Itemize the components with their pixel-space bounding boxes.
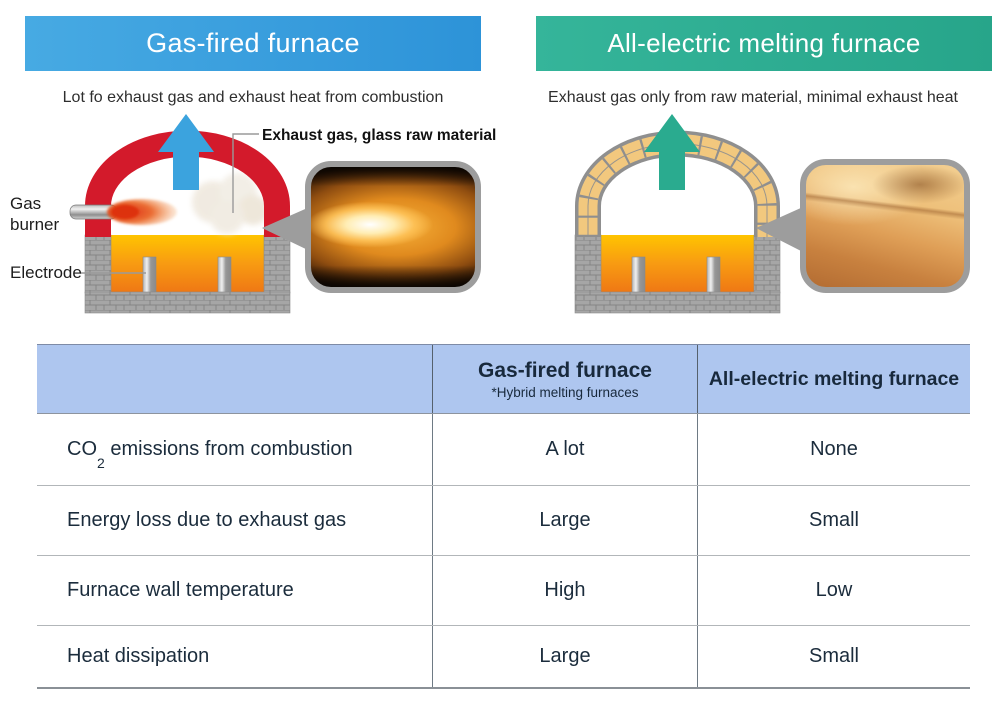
exhaust-gas-label: Exhaust gas, glass raw material [262,127,497,144]
co2-post: emissions from combustion [104,438,353,460]
furnace-walls-electric [574,234,781,314]
photo-pointer-gas [262,206,312,252]
banner-electric-title: All-electric melting furnace [607,28,921,58]
table-row-wall-temperature: Furnace wall temperature High Low [37,556,970,626]
table-row-energy-loss: Energy loss due to exhaust gas Large Sma… [37,486,970,556]
molten-glass-gas [111,235,264,292]
photo-pointer-electric [756,207,803,252]
banner-all-electric: All-electric melting furnace [536,16,992,71]
exhaust-leader-line [232,133,259,213]
furnace-diagram-gas [69,114,312,314]
header-cell-gas: Gas-fired furnace *Hybrid melting furnac… [432,345,697,413]
furnace-diagram-electric [574,114,803,314]
header-gas-note: *Hybrid melting furnaces [491,384,639,400]
row-label: Heat dissipation [67,645,210,667]
table-row-heat-dissipation: Heat dissipation Large Small [37,626,970,689]
molten-glass-electric [601,235,754,292]
co2-subscript: 2 [97,455,105,471]
electric-value: Small [697,626,970,687]
subtitle-gas: Lot fo exhaust gas and exhaust heat from… [62,89,444,106]
exhaust-arrow-gas [158,114,214,190]
banner-gas-fired: Gas-fired furnace [25,16,481,71]
electric-value: Small [697,486,970,555]
subtitle-electric: Exhaust gas only from raw material, mini… [548,89,958,106]
comparison-table: Gas-fired furnace *Hybrid melting furnac… [37,344,970,689]
electric-value: None [697,414,970,485]
photo-gas-flame [305,161,481,293]
header-electric-title: All-electric melting furnace [708,368,960,390]
gas-value: A lot [432,414,697,485]
gas-burner [69,199,177,225]
photo-electric-melt [800,159,970,293]
row-label: Furnace wall temperature [67,579,294,601]
table-header-row: Gas-fired furnace *Hybrid melting furnac… [37,344,970,414]
exhaust-smoke [192,173,268,234]
header-gas-title: Gas-fired furnace [478,358,652,382]
gas-value: High [432,556,697,625]
header-cell-blank [37,345,432,413]
electrodes-electric [631,256,721,295]
header-cell-electric: All-electric melting furnace [697,345,970,413]
co2-pre: CO [67,438,97,460]
electric-value: Low [697,556,970,625]
banner-gas-title: Gas-fired furnace [146,28,360,58]
gas-value: Large [432,626,697,687]
electrode-label: Electrode [10,263,82,282]
row-label: Energy loss due to exhaust gas [67,509,347,531]
gas-burner-label: Gas burner [10,194,60,234]
furnace-walls-gas [84,234,291,314]
exhaust-arrow-electric [644,114,700,190]
gas-value: Large [432,486,697,555]
